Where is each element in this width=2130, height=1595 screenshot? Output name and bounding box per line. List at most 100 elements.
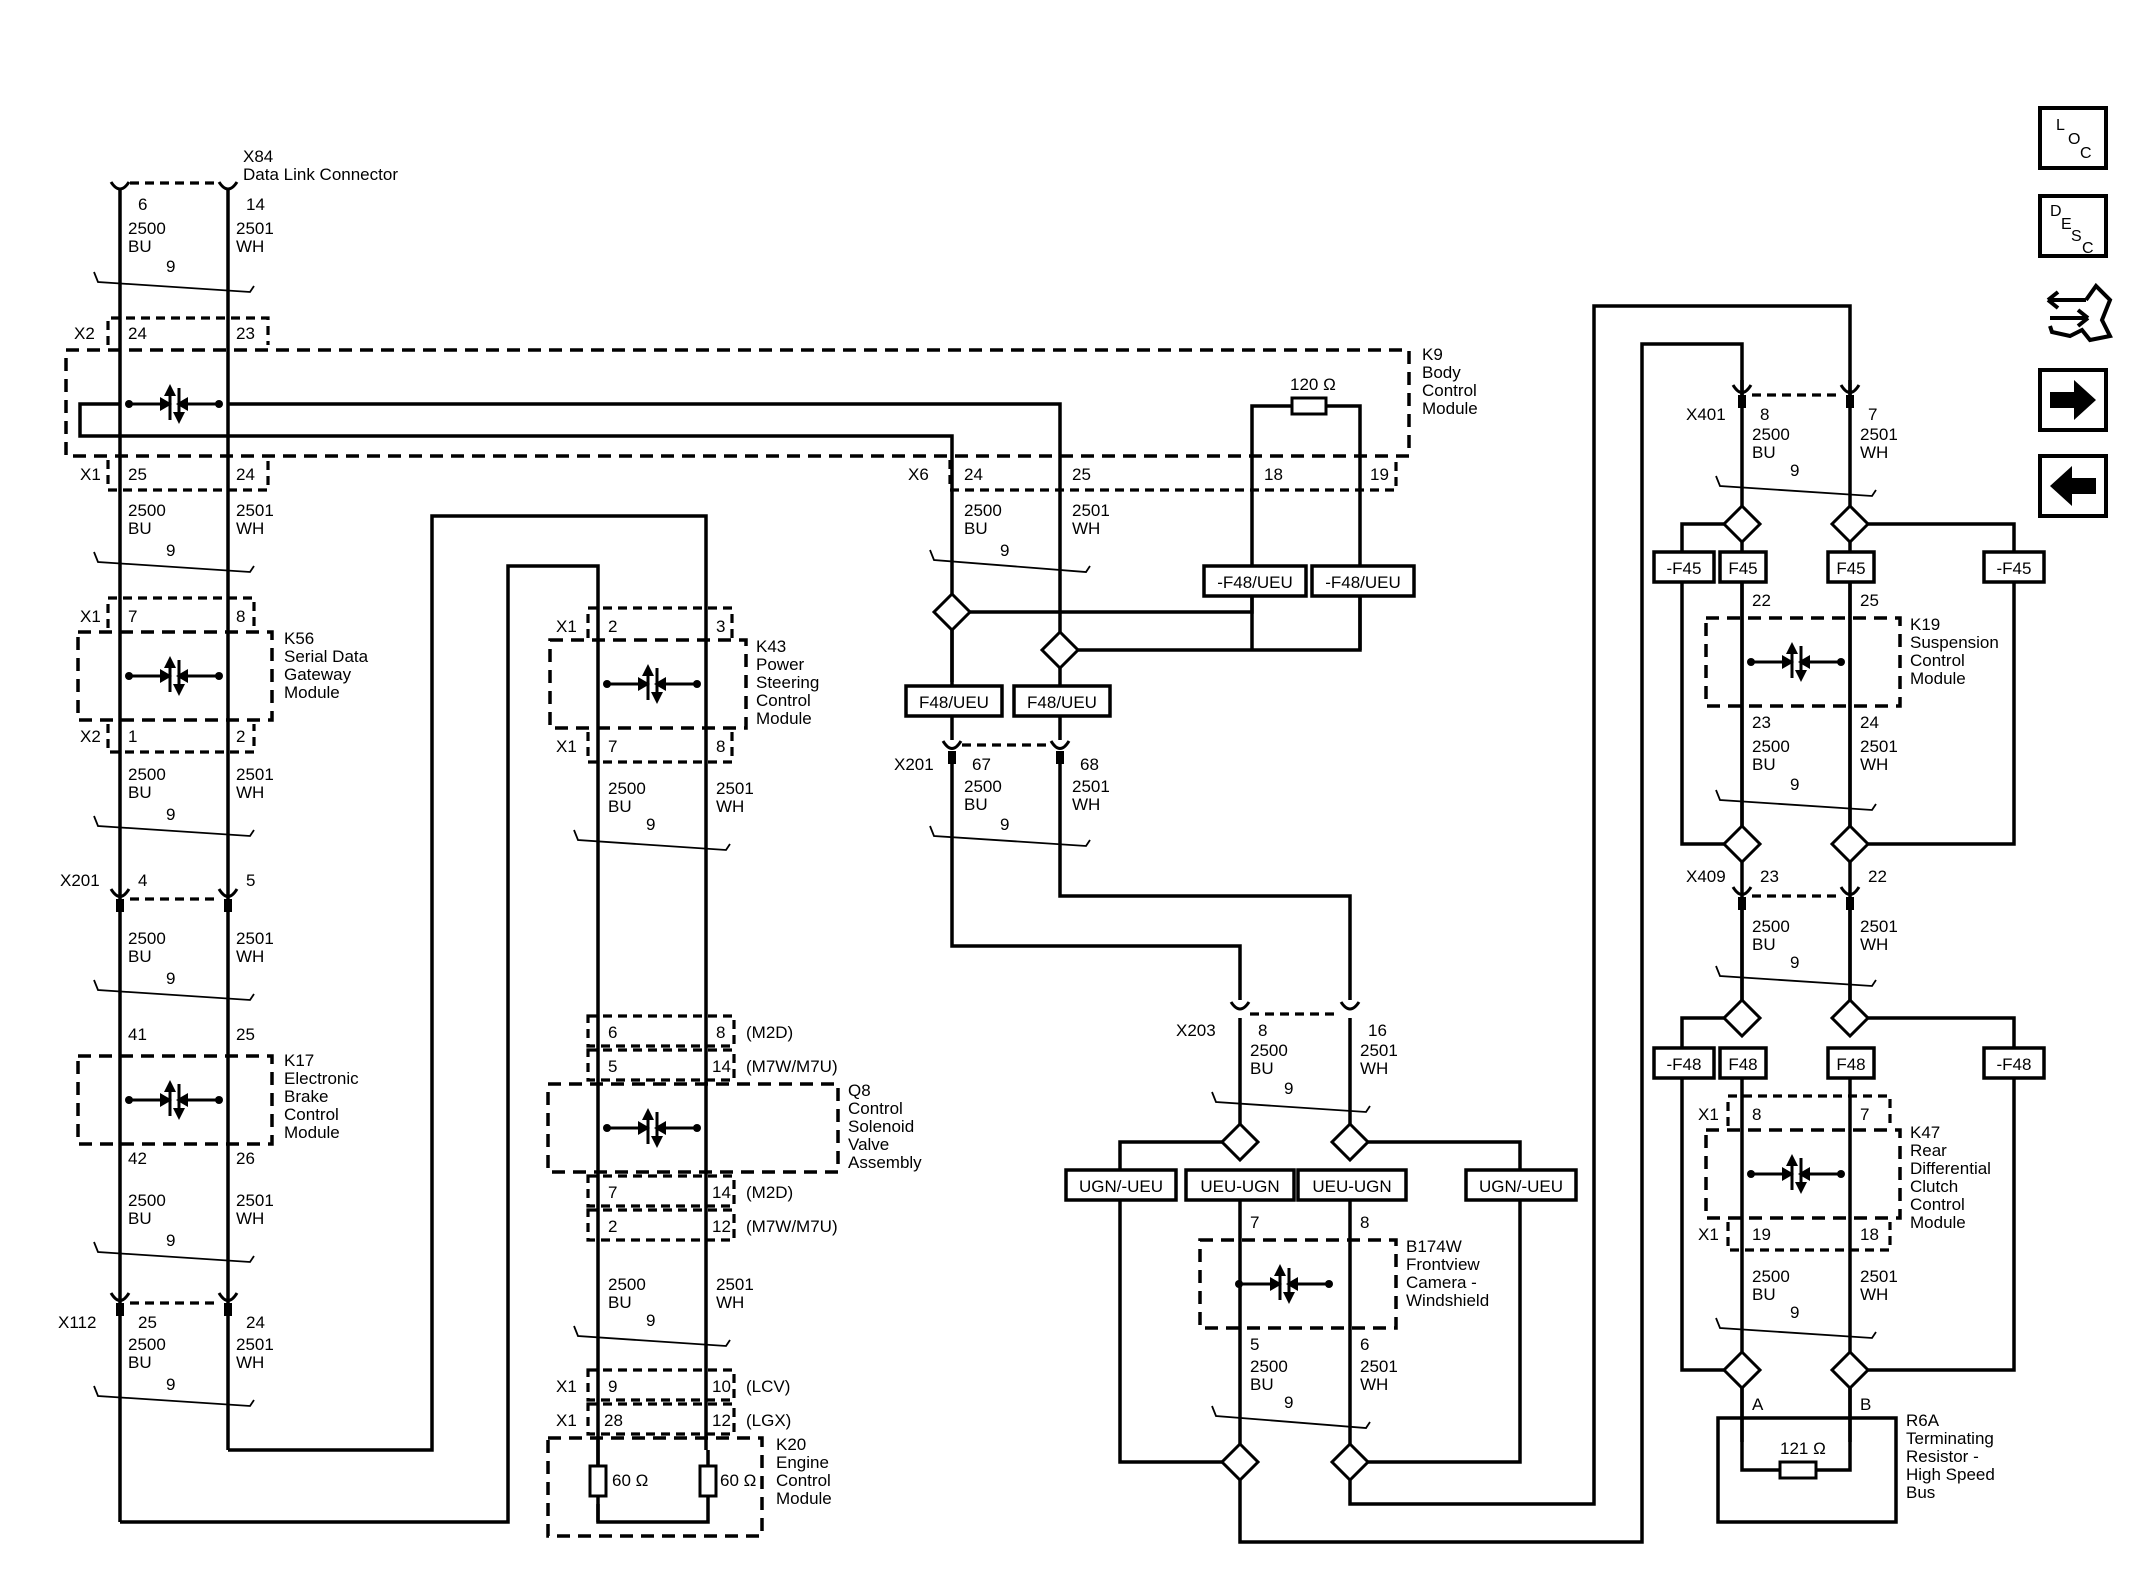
k43-pin2: 3 (716, 617, 725, 636)
k9-x2-pin1: 24 (128, 324, 147, 343)
q8-name1: Control (848, 1099, 903, 1118)
svg-text:WH: WH (236, 783, 264, 802)
svg-text:2501: 2501 (1360, 1357, 1398, 1376)
k19-name2: Control (1910, 651, 1965, 670)
svg-text:2500: 2500 (128, 1335, 166, 1354)
k47-name1: Rear (1910, 1141, 1947, 1160)
svg-text:9: 9 (166, 541, 175, 560)
x112-id: X112 (58, 1313, 96, 1332)
svg-text:BU: BU (964, 519, 988, 538)
r6a-name4: Bus (1906, 1483, 1935, 1502)
k9-x1-id: X1 (80, 465, 101, 484)
k43-name2: Steering (756, 673, 819, 692)
svg-text:9: 9 (166, 1231, 175, 1250)
q8-r1a: 6 (608, 1023, 617, 1042)
svg-text:2500: 2500 (1250, 1357, 1288, 1376)
x203-pin2: 16 (1368, 1021, 1387, 1040)
svg-text:2501: 2501 (1072, 501, 1110, 520)
k47-x1-id: X1 (1698, 1105, 1719, 1124)
arrow-left-icon (2050, 466, 2096, 506)
svg-text:BU: BU (1752, 1285, 1776, 1304)
k47-name3: Clutch (1910, 1177, 1958, 1196)
k9-x2-id: X2 (74, 324, 95, 343)
x201a-pin1: 4 (138, 871, 147, 890)
desc-letter-s: S (2071, 228, 2082, 245)
prev-arrow-button[interactable] (2038, 454, 2108, 518)
wire-wh: WH (236, 237, 264, 256)
x409-pin2: 22 (1868, 867, 1887, 886)
left-trunk-wires (118, 190, 710, 1524)
k20-pin2: 10 (712, 1377, 731, 1396)
q8-r4a: 2 (608, 1217, 617, 1236)
svg-text:WH: WH (716, 1293, 744, 1312)
opt-ueu-ugn-1: UEU-UGN (1200, 1177, 1279, 1196)
k20-tag1: (LCV) (746, 1377, 790, 1396)
r6a-id: R6A (1906, 1411, 1940, 1430)
loc-letter-c: C (2080, 145, 2092, 162)
svg-text:9: 9 (1284, 1079, 1293, 1098)
svg-text:2501: 2501 (236, 1191, 274, 1210)
k47-id: K47 (1910, 1123, 1940, 1142)
svg-text:WH: WH (236, 1353, 264, 1372)
svg-text:BU: BU (964, 795, 988, 814)
svg-text:BU: BU (128, 1209, 152, 1228)
arrow-right-icon (2050, 380, 2096, 420)
svg-text:2501: 2501 (1860, 425, 1898, 444)
svg-text:9: 9 (1790, 953, 1799, 972)
wire-bu-num: 2500 (128, 219, 166, 238)
svg-text:BU: BU (1752, 443, 1776, 462)
b174w-name1: Frontview (1406, 1255, 1480, 1274)
q8-r1t: (M2D) (746, 1023, 793, 1042)
svg-text:WH: WH (1860, 755, 1888, 774)
svg-text:BU: BU (128, 947, 152, 966)
svg-text:WH: WH (1360, 1059, 1388, 1078)
opt-f48ueu-2: F48/UEU (1027, 693, 1097, 712)
k17-pin4: 26 (236, 1149, 255, 1168)
k47-pin4: 18 (1860, 1225, 1879, 1244)
k43-x1b-id: X1 (556, 737, 577, 756)
component-connectors-icon[interactable] (2046, 282, 2113, 343)
wire-wh-num: 2501 (236, 219, 274, 238)
svg-text:2500: 2500 (128, 765, 166, 784)
k9-x6-pin4: 19 (1370, 465, 1389, 484)
r6a-name1: Terminating (1906, 1429, 1994, 1448)
q8-r2t: (M7W/M7U) (746, 1057, 838, 1076)
desc-button[interactable]: D E S C (2038, 194, 2108, 258)
q8-name3: Valve (848, 1135, 889, 1154)
svg-text:BU: BU (1250, 1059, 1274, 1078)
q8-r2b: 14 (712, 1057, 731, 1076)
b174w-pin3: 5 (1250, 1335, 1259, 1354)
k9-name2: Control (1422, 381, 1477, 400)
svg-text:BU: BU (1250, 1375, 1274, 1394)
svg-text:2500: 2500 (1752, 917, 1790, 936)
opt-f48ueu-1: F48/UEU (919, 693, 989, 712)
x409-pin1: 23 (1760, 867, 1779, 886)
svg-text:9: 9 (1790, 775, 1799, 794)
k56-x2-id: X2 (80, 727, 101, 746)
k9-x1-pin1: 25 (128, 465, 147, 484)
svg-text:2500: 2500 (128, 1191, 166, 1210)
svg-text:2500: 2500 (608, 779, 646, 798)
b174w-name3: Windshield (1406, 1291, 1489, 1310)
r6a-name3: High Speed (1906, 1465, 1995, 1484)
x201-left-connector: X201 4 5 2500 BU 2501 WH 9 (60, 871, 274, 1001)
loc-button[interactable]: L O C (2038, 106, 2108, 170)
k43-pin3: 7 (608, 737, 617, 756)
k9-body-control-module: X2 24 23 X1 25 24 X6 24 25 18 19 K9 Body… (64, 316, 1478, 650)
svg-text:BU: BU (608, 1293, 632, 1312)
next-arrow-button[interactable] (2038, 368, 2108, 432)
k56-pin4: 2 (236, 727, 245, 746)
k47-x1b-id: X1 (1698, 1225, 1719, 1244)
svg-text:2500: 2500 (1752, 425, 1790, 444)
opt-ueu-ugn-2: UEU-UGN (1312, 1177, 1391, 1196)
k56-name3: Module (284, 683, 340, 702)
x6-branch: 2500 BU 2501 WH 9 -F48/UEU -F48/UEU F48/… (894, 501, 1416, 1000)
k17-name3: Control (284, 1105, 339, 1124)
k9-name1: Body (1422, 363, 1461, 382)
svg-text:WH: WH (716, 797, 744, 816)
svg-text:9: 9 (1790, 461, 1799, 480)
x201a-id: X201 (60, 871, 100, 890)
svg-text:9: 9 (1790, 1303, 1799, 1322)
k56-pin1: 7 (128, 607, 137, 626)
